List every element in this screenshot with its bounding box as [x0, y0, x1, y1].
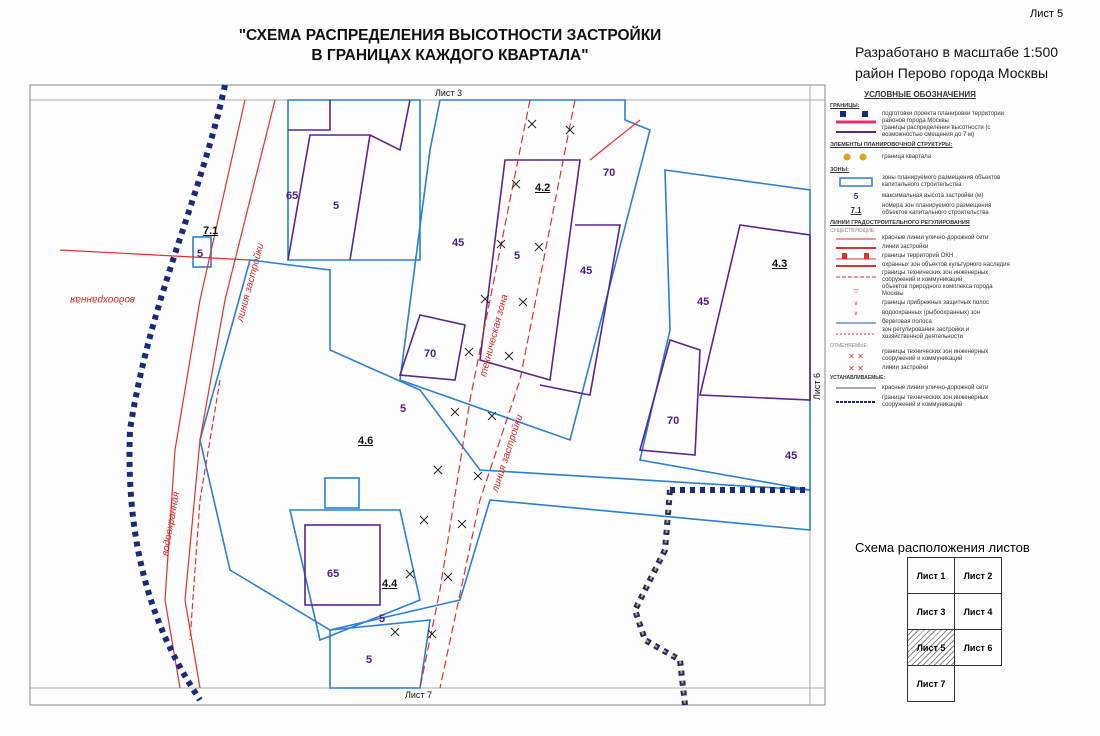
district-border [126, 84, 228, 702]
quarter-number: 4.3 [772, 258, 788, 270]
title-line: В ГРАНИЦАХ КАЖДОГО КВАРТАЛА" [311, 47, 589, 64]
quarter-number: 4.4 [382, 578, 398, 590]
legend-text: охранных зон объектов культурного наслед… [882, 262, 1010, 268]
legend-text: объектов природного комплекса города Мос… [882, 284, 993, 297]
legend-symbol: 5 [853, 191, 859, 201]
height-label: 5 [514, 250, 521, 262]
height-label: 45 [452, 237, 465, 249]
zones [192, 99, 811, 689]
height-label: 45 [785, 450, 798, 462]
legend-text: границы прибрежных защитных полос [882, 299, 990, 306]
edge-label-right: Лист 6 [812, 372, 822, 400]
scale-text: Разработано в масштабе 1:500 [855, 44, 1059, 60]
legend-subsection: ОТМЕНЯЕМЫЕ: [830, 343, 869, 349]
chevron-icon: ∨ [853, 300, 859, 307]
legend: УСЛОВНЫЕ ОБОЗНАЧЕНИЯ ГРАНИЦЫ: подготовки… [830, 90, 1010, 409]
height-borders [287, 99, 811, 606]
sheet-cell: Лист 7 [907, 665, 955, 702]
edge-label-top: Лист 3 [435, 88, 463, 98]
district-border-symbol [830, 111, 882, 125]
sheet-scheme-title: Схема расположения листов [855, 540, 1030, 555]
cancelled-markers [390, 119, 575, 639]
height-label: 5 [333, 200, 340, 212]
legend-text: границы технических зон инженерных соору… [882, 349, 989, 362]
legend-text: границы технических зон инженерных соору… [882, 270, 989, 283]
legend-text: красные линии улично-дорожной сети [882, 235, 989, 241]
sheet-number: Лист 5 [1030, 8, 1064, 20]
cross-icon: ✕ ✕ [848, 363, 864, 373]
page-title: "СХЕМА РАСПРЕДЕЛЕНИЯ ВЫСОТНОСТИ ЗАСТРОЙК… [190, 26, 710, 66]
height-label: 45 [697, 296, 710, 308]
legend-text: номера зон планируемого размещения объек… [882, 203, 992, 216]
height-label: 5 [366, 654, 373, 666]
legend-text: красные линии улично-дорожной сети [882, 384, 989, 391]
height-label: 5 [197, 248, 204, 260]
scale-info: Разработано в масштабе 1:500 район Перов… [855, 42, 1058, 84]
legend-text: водоохранных (рыбоохранных) зон [882, 309, 981, 316]
legend-text: подготовки проекта планировки территории… [882, 111, 1005, 124]
height-label: 70 [603, 167, 616, 179]
height-label: 70 [667, 415, 680, 427]
legend-section: ГРАНИЦЫ: [830, 103, 860, 109]
quarter-border [633, 489, 686, 706]
legend-text: границы технических зон инженерных соору… [882, 395, 989, 408]
district-border [631, 489, 688, 706]
height-label: 5 [400, 403, 407, 415]
sheet-scheme: Лист 1 Лист 2 Лист 3 Лист 4 Лист 5 Лист … [907, 557, 1002, 702]
legend-text: береговая полоса [882, 319, 932, 325]
edge-label-bottom: Лист 7 [405, 690, 433, 700]
red-lines [59, 99, 641, 689]
legend-text: зоны планируемого размещения объектов ка… [882, 175, 1001, 188]
road-label: водоохранная [69, 294, 135, 305]
legend-text: зон регулирования застройки и хозяйствен… [882, 327, 970, 340]
legend-subsection: СУЩЕСТВУЮЩИЕ: [830, 228, 876, 234]
legend-section: ЗОНЫ: [830, 167, 849, 173]
height-label: 70 [424, 348, 437, 360]
legend-symbol: 7.1 [850, 205, 862, 215]
legend-text: границы территорий ОКН [882, 253, 954, 259]
legend-title: УСЛОВНЫЕ ОБОЗНАЧЕНИЯ [864, 90, 976, 99]
sheet-cell-current: Лист 5 [907, 629, 955, 666]
legend-text: линии застройки [882, 364, 929, 371]
quarter-number: 7.1 [203, 225, 219, 237]
title-line: "СХЕМА РАСПРЕДЕЛЕНИЯ ВЫСОТНОСТИ ЗАСТРОЙК… [238, 27, 662, 44]
sheet-cell: Лист 6 [954, 629, 1002, 666]
chevron-icon: ∨ [853, 310, 859, 317]
quarter-number: 4.6 [358, 435, 374, 447]
sheet-cell: Лист 4 [954, 593, 1002, 630]
legend-section: ЭЛЕМЕНТЫ ПЛАНИРОВОЧНОЙ СТРУКТУРЫ: [830, 142, 953, 148]
legend-text: максимальная высота застройки (м) [882, 192, 984, 199]
legend-subsection: УСТАНАВЛИВАЕМЫЕ: [830, 375, 886, 381]
quarter-number: 4.2 [535, 182, 551, 194]
height-label: 65 [327, 568, 340, 580]
height-label: 45 [580, 265, 593, 277]
height-label: 5 [379, 613, 386, 625]
legend-text: линии застройки [882, 244, 929, 250]
sheet-cell: Лист 3 [907, 593, 955, 630]
cross-icon: ✕ ✕ [848, 351, 864, 361]
sheet-cell: Лист 1 [907, 557, 955, 594]
height-label: 65 [286, 190, 299, 202]
map-frame [29, 84, 826, 706]
legend-text: граница квартала [882, 153, 932, 160]
legend-section: ЛИНИИ ГРАДОСТРОИТЕЛЬНОГО РЕГУЛИРОВАНИЯ [830, 220, 970, 226]
sheet-cell: Лист 2 [954, 557, 1002, 594]
legend-text: границы распределения высотности (с возм… [882, 125, 991, 138]
triangle-icon: ▽ [853, 288, 859, 295]
district-text: район Перово города Москвы [855, 65, 1049, 81]
